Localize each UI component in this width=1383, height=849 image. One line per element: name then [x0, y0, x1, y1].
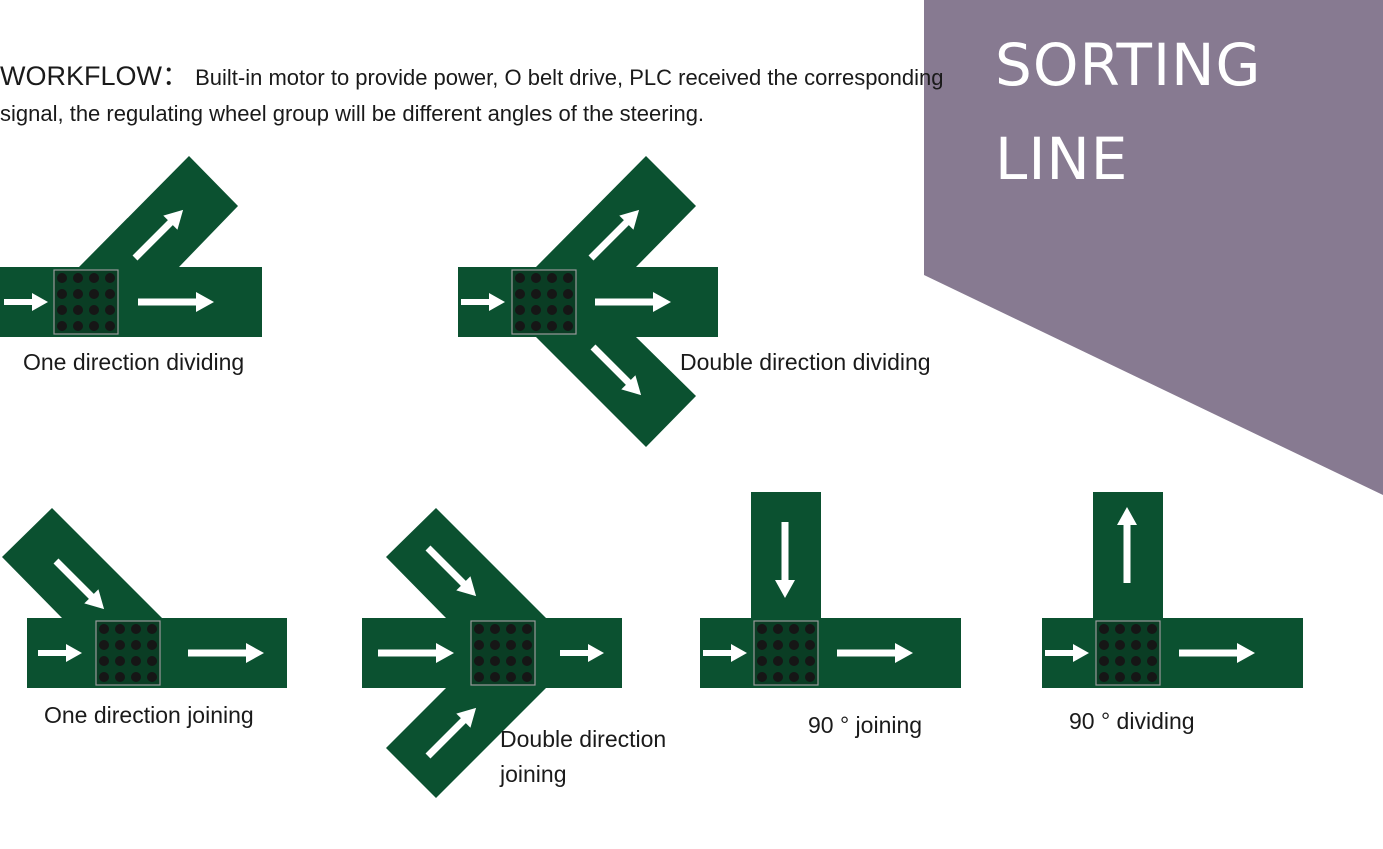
roller-module [470, 620, 536, 686]
diagram-90-dividing [1042, 492, 1303, 688]
roller-module [95, 620, 161, 686]
belt-branch [2, 508, 162, 618]
diagram-one-direction-dividing [0, 156, 262, 337]
belt-branch [79, 156, 238, 267]
title-line-1: SORTING [995, 31, 1262, 99]
roller-module [53, 269, 119, 335]
belt-branch-down [536, 337, 696, 447]
caption-90-dividing: 90 ° dividing [1069, 708, 1195, 734]
caption-90-joining: 90 ° joining [808, 712, 923, 738]
workflow-text: Built-in motor to provide power, O belt … [0, 65, 944, 126]
workflow-description: WORKFLOW： Built-in motor to provide powe… [0, 58, 980, 132]
caption-double-direction-joining: Double direction joining [500, 726, 667, 787]
banner-shape [924, 0, 1383, 495]
caption-double-direction-dividing: Double direction dividing [680, 349, 931, 375]
workflow-label: WORKFLOW： [0, 61, 189, 91]
belt-branch-up [536, 156, 696, 267]
roller-module [753, 620, 819, 686]
belt-branch-up [386, 508, 546, 618]
roller-module [511, 269, 577, 335]
caption-one-direction-dividing: One direction dividing [23, 349, 245, 375]
title-line-2: LINE [995, 125, 1129, 193]
diagram-90-joining [700, 492, 961, 688]
diagram-double-direction-dividing [458, 156, 718, 447]
belt-branch-down [386, 688, 546, 798]
roller-module [1095, 620, 1161, 686]
diagram-double-direction-joining [362, 508, 622, 798]
diagram-one-direction-joining [2, 508, 287, 688]
caption-one-direction-joining: One direction joining [44, 702, 254, 728]
